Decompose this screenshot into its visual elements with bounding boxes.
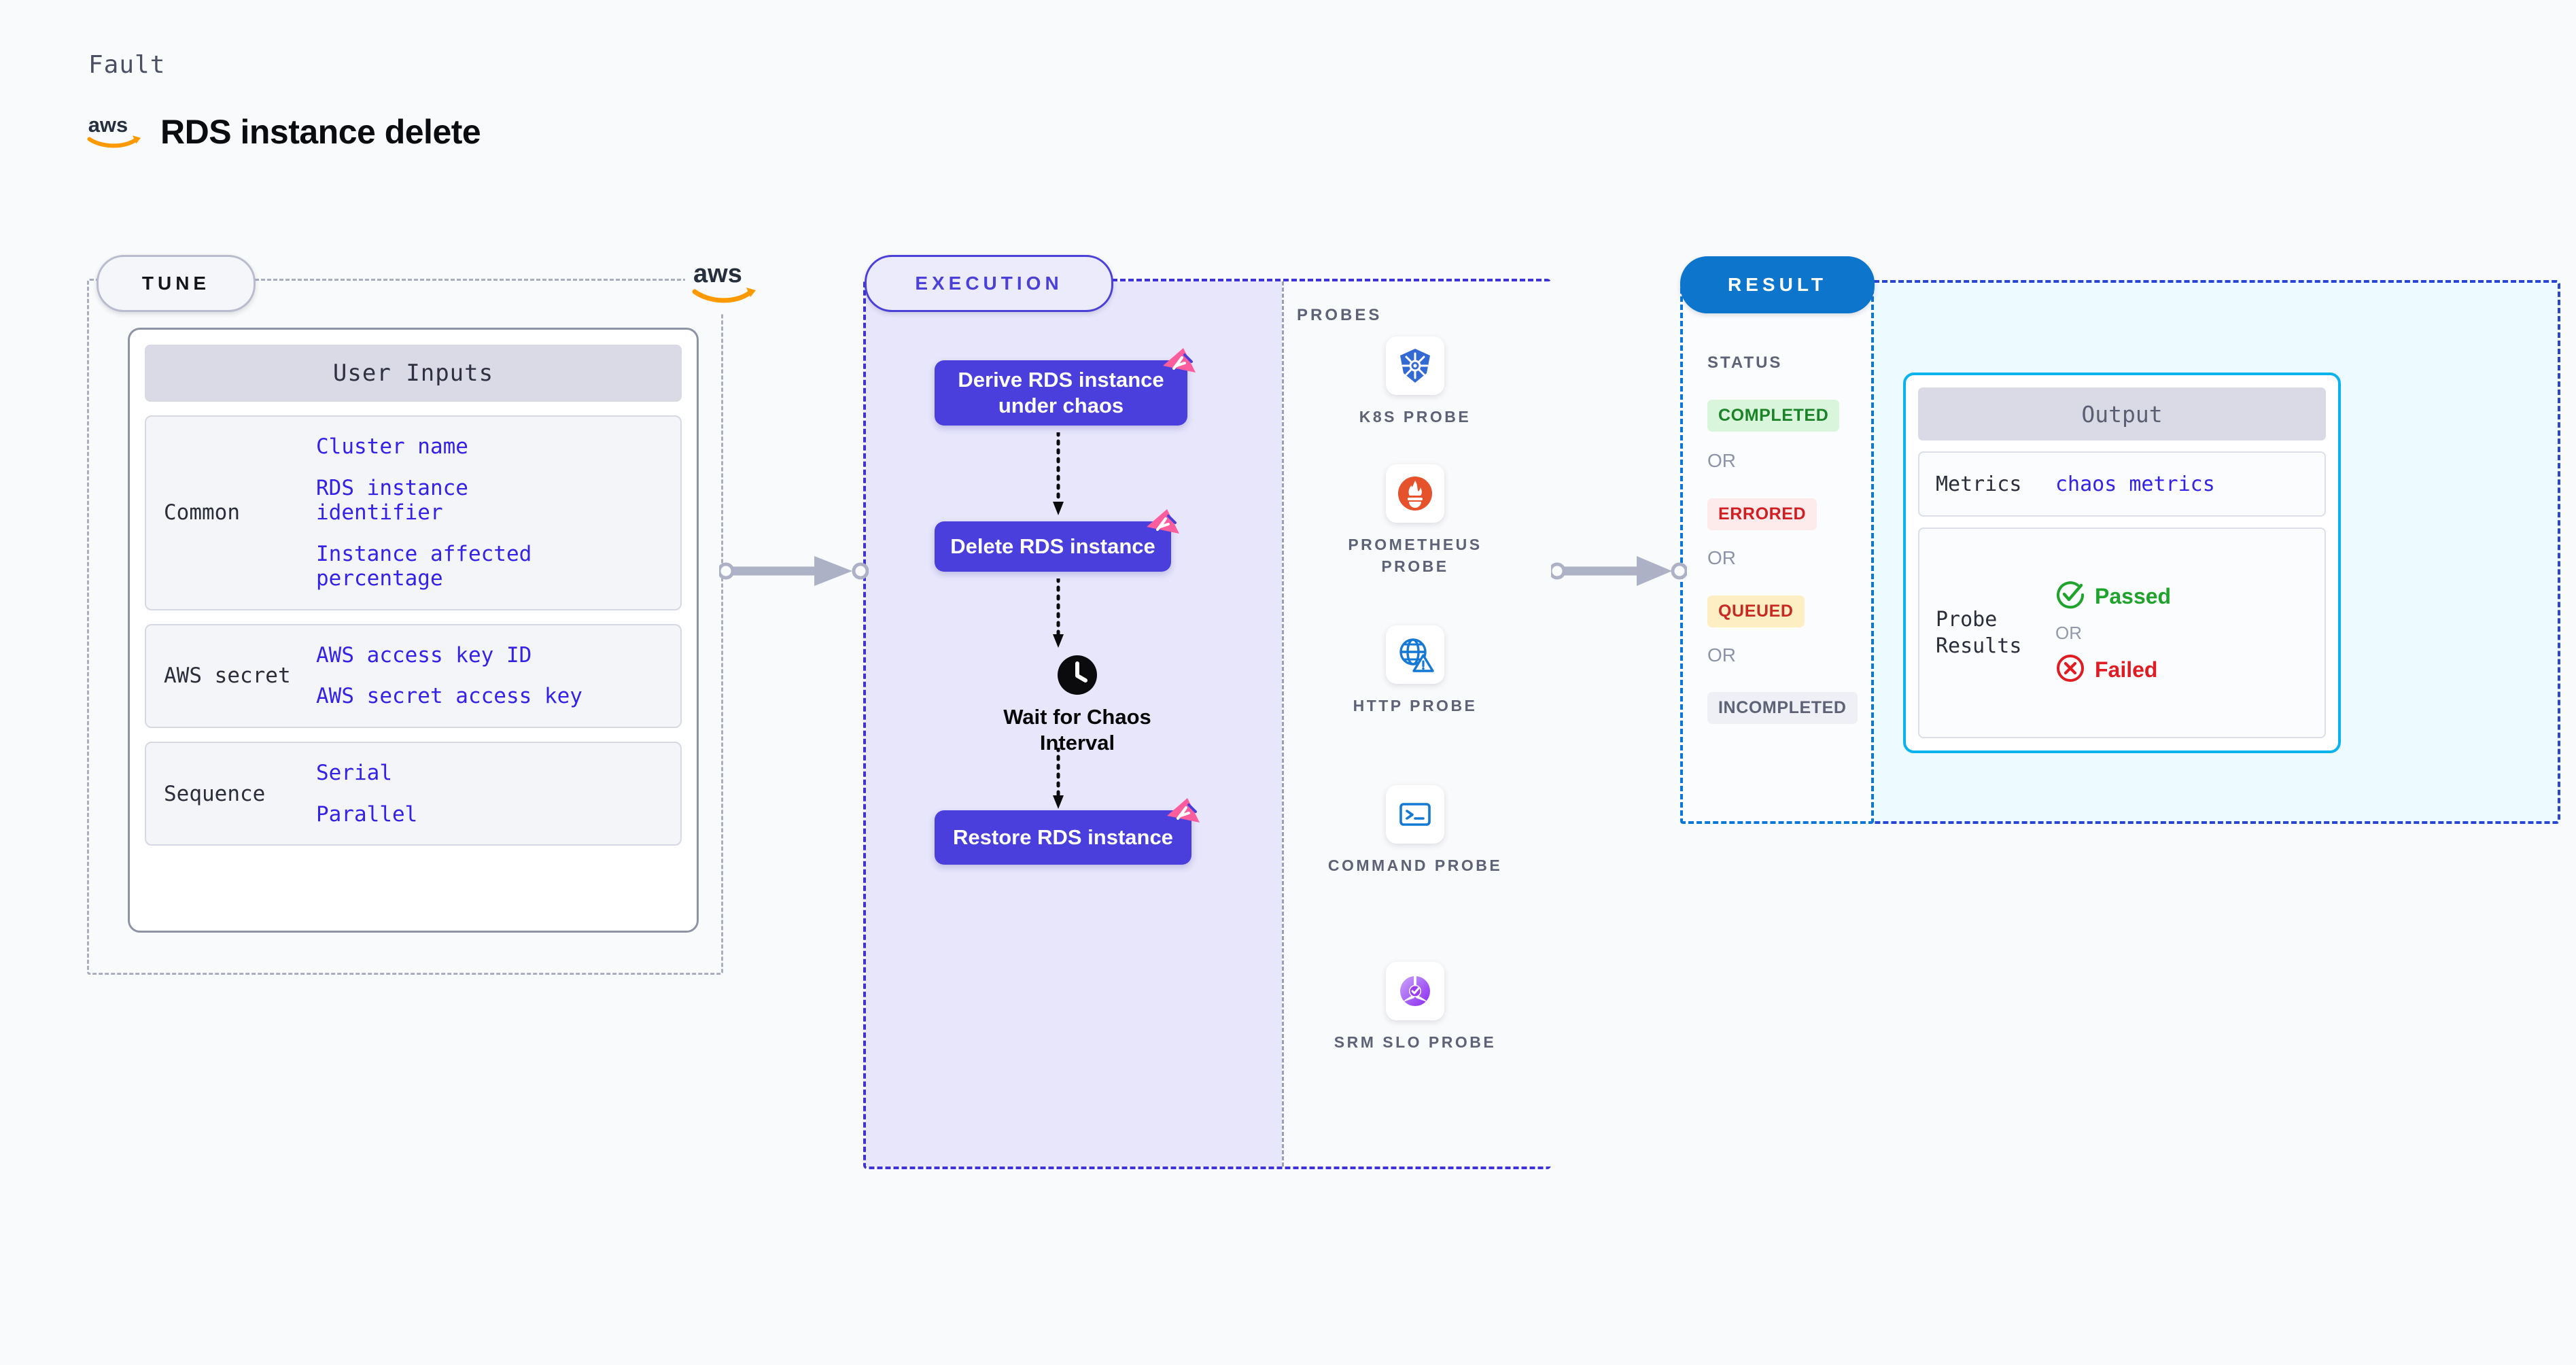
probe-label: HTTP PROBE bbox=[1353, 697, 1478, 714]
terminal-icon bbox=[1386, 785, 1444, 844]
output-row-metrics: Metrics chaos metrics bbox=[1918, 451, 2326, 517]
srm-slo-icon bbox=[1386, 962, 1444, 1020]
output-card: Output Metrics chaos metrics Probe Resul… bbox=[1903, 373, 2341, 753]
input-value[interactable]: Serial bbox=[316, 761, 392, 786]
status-badge-errored: ERRORED bbox=[1707, 498, 1817, 530]
execution-node-derive[interactable]: Derive RDS instance under chaos bbox=[935, 348, 1196, 426]
clock-icon bbox=[1056, 654, 1098, 696]
status-or-2: OR bbox=[1707, 547, 1736, 568]
output-probe-values: Passed OR Failed bbox=[2055, 566, 2325, 700]
probe-label: K8S PROBE bbox=[1359, 408, 1472, 426]
result-pill[interactable]: RESULT bbox=[1680, 256, 1875, 313]
output-metrics-key: Metrics bbox=[1936, 472, 2022, 496]
user-inputs-card: User Inputs Common Cluster name RDS inst… bbox=[128, 328, 699, 933]
execution-flow-panel bbox=[866, 281, 1282, 1167]
execution-node-delete[interactable]: Delete RDS instance bbox=[935, 509, 1179, 572]
litmus-chaos-icon bbox=[1164, 795, 1202, 831]
execution-node-wait[interactable]: Wait for Chaos Interval bbox=[989, 654, 1166, 756]
probe-result-failed-label: Failed bbox=[2095, 657, 2158, 682]
probes-label: PROBES bbox=[1297, 306, 1382, 324]
probe-result-passed-label: Passed bbox=[2095, 583, 2172, 608]
probe-command[interactable]: COMMAND PROBE bbox=[1327, 785, 1503, 876]
input-group-values: Cluster name RDS instance identifier Ins… bbox=[316, 417, 680, 609]
probe-label: SRM SLO PROBE bbox=[1334, 1033, 1497, 1051]
tune-aws-badge-icon: aws bbox=[685, 249, 767, 314]
flow-arrow-2 bbox=[1050, 576, 1066, 653]
execution-pill[interactable]: EXECUTION bbox=[865, 255, 1113, 312]
input-group-sequence: Sequence Serial Parallel bbox=[145, 742, 682, 846]
connector-tune-to-execution bbox=[719, 551, 869, 591]
output-title: Output bbox=[1918, 387, 2326, 440]
input-group-common: Common Cluster name RDS instance identif… bbox=[145, 415, 682, 610]
prometheus-icon bbox=[1386, 464, 1444, 523]
output-metrics-value[interactable]: chaos metrics bbox=[2055, 472, 2215, 496]
litmus-chaos-icon bbox=[1144, 506, 1182, 542]
probe-label: COMMAND PROBE bbox=[1327, 857, 1503, 874]
input-group-label: AWS secret bbox=[164, 663, 291, 689]
probe-http[interactable]: HTTP PROBE bbox=[1327, 625, 1503, 716]
input-group-label: Sequence bbox=[164, 781, 266, 806]
svg-text:aws: aws bbox=[693, 260, 742, 288]
input-value[interactable]: Instance affected percentage bbox=[316, 541, 532, 591]
output-probe-key: Probe Results bbox=[1936, 608, 2022, 658]
input-group-aws-secret: AWS secret AWS access key ID AWS secret … bbox=[145, 623, 682, 729]
input-group-values: Serial Parallel bbox=[316, 743, 680, 844]
execution-node-restore[interactable]: Restore RDS instance bbox=[935, 798, 1200, 865]
status-badge-queued: QUEUED bbox=[1707, 595, 1805, 627]
x-circle-icon bbox=[2055, 653, 2085, 687]
execution-node-label: Derive RDS instance under chaos bbox=[958, 368, 1164, 417]
execution-node-label: Delete RDS instance bbox=[950, 534, 1155, 559]
check-circle-icon bbox=[2055, 580, 2085, 613]
tune-region bbox=[87, 279, 723, 975]
status-or-1: OR bbox=[1707, 450, 1736, 471]
status-badge-incompleted: INCOMPLETED bbox=[1707, 692, 1858, 724]
page-title-row: aws RDS instance delete bbox=[87, 112, 481, 152]
input-value[interactable]: AWS secret access key bbox=[316, 684, 582, 709]
input-group-label: Common bbox=[164, 500, 240, 525]
execution-node-label: Restore RDS instance bbox=[953, 825, 1173, 850]
tune-pill[interactable]: TUNE bbox=[97, 255, 256, 312]
status-or-3: OR bbox=[1707, 644, 1736, 666]
status-badge-completed: COMPLETED bbox=[1707, 400, 1840, 432]
input-value[interactable]: AWS access key ID bbox=[316, 642, 532, 668]
input-value[interactable]: RDS instance identifier bbox=[316, 475, 468, 525]
svg-text:aws: aws bbox=[88, 113, 128, 137]
input-group-values: AWS access key ID AWS secret access key bbox=[316, 625, 680, 727]
output-row-probe-results: Probe Results Passed OR bbox=[1918, 528, 2326, 738]
litmus-chaos-icon bbox=[1160, 345, 1198, 381]
page-eyebrow: Fault bbox=[88, 51, 166, 79]
flow-arrow-1 bbox=[1050, 430, 1066, 520]
probe-k8s[interactable]: K8S PROBE bbox=[1327, 336, 1503, 428]
probe-result-passed: Passed bbox=[2055, 580, 2325, 613]
execution-node-label: Wait for Chaos Interval bbox=[1003, 705, 1151, 755]
page-title: RDS instance delete bbox=[160, 113, 481, 151]
probe-result-or: OR bbox=[2055, 622, 2082, 643]
probe-result-failed: Failed bbox=[2055, 653, 2325, 687]
input-value[interactable]: Parallel bbox=[316, 801, 418, 827]
user-inputs-title: User Inputs bbox=[145, 345, 682, 402]
flow-arrow-3 bbox=[1050, 746, 1066, 814]
connector-execution-to-result bbox=[1551, 551, 1687, 591]
globe-warning-icon bbox=[1386, 625, 1444, 684]
aws-logo-icon: aws bbox=[87, 112, 145, 152]
kubernetes-icon bbox=[1386, 336, 1444, 395]
probe-srm-slo[interactable]: SRM SLO PROBE bbox=[1327, 962, 1503, 1053]
status-label: STATUS bbox=[1707, 353, 1783, 372]
probe-prometheus[interactable]: PROMETHEUS PROBE bbox=[1327, 464, 1503, 577]
probe-label: PROMETHEUS PROBE bbox=[1348, 536, 1482, 576]
input-value[interactable]: Cluster name bbox=[316, 434, 468, 459]
result-status-region bbox=[1680, 280, 1874, 824]
